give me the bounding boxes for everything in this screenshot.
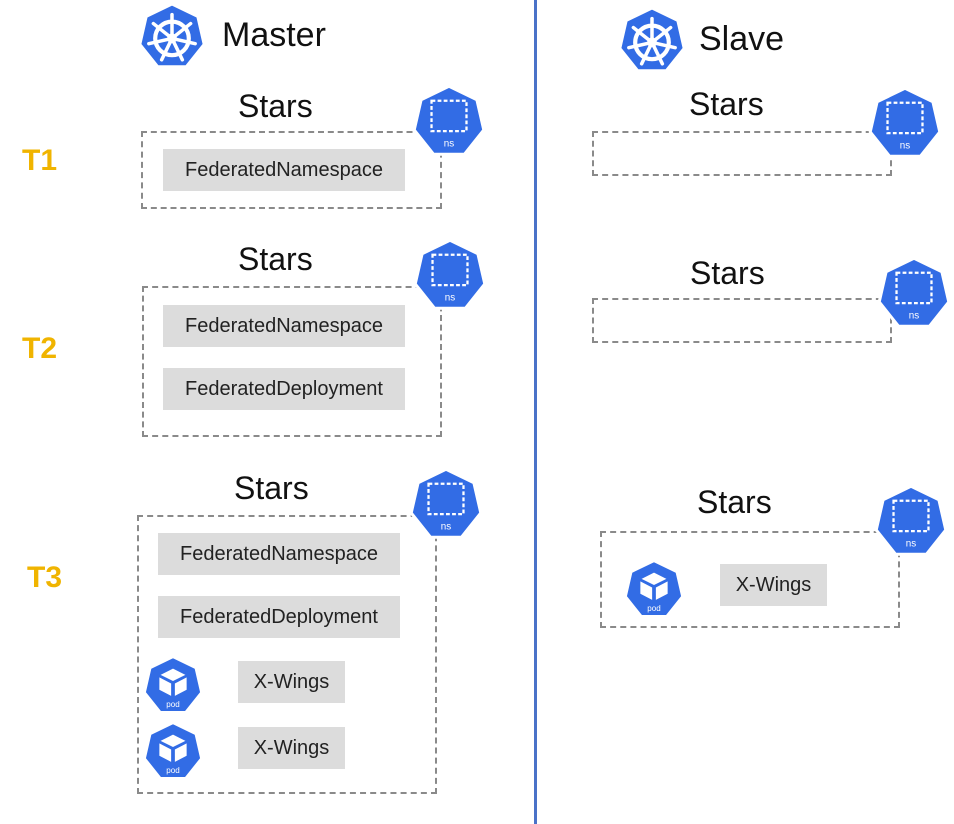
master-kubernetes-icon: [137, 2, 207, 72]
step-label-t1: T1: [22, 144, 58, 177]
t3-master-federated-deployment: FederatedDeployment: [158, 596, 400, 638]
slave-kubernetes-icon: [617, 6, 687, 76]
t3-master-pod-xwings-1: X-Wings: [238, 661, 345, 703]
t2-master-namespace-box: [142, 286, 442, 437]
svg-text:ns: ns: [906, 538, 916, 549]
t3-master-pod-xwings-2: X-Wings: [238, 727, 345, 769]
svg-text:pod: pod: [166, 700, 179, 709]
t3-slave-ns-icon: ns: [873, 484, 949, 560]
svg-text:ns: ns: [444, 138, 454, 149]
t2-master-ns-icon: ns: [412, 238, 488, 314]
t2-master-federated-deployment: FederatedDeployment: [163, 368, 405, 410]
t3-master-pod-icon-1: pod: [142, 655, 204, 717]
svg-text:pod: pod: [647, 604, 660, 613]
step-label-t3: T3: [27, 561, 63, 594]
t2-slave-namespace-box: [592, 298, 892, 343]
t1-slave-namespace-label: Stars: [689, 86, 764, 122]
t3-master-namespace-label: Stars: [234, 470, 309, 506]
t3-slave-namespace-box: [600, 531, 900, 628]
t2-slave-ns-icon: ns: [876, 256, 952, 332]
t3-slave-pod-icon: pod: [623, 559, 685, 621]
t1-master-namespace-box: [141, 131, 442, 209]
svg-text:pod: pod: [166, 766, 179, 775]
svg-text:ns: ns: [909, 310, 919, 321]
t2-slave-namespace-label: Stars: [690, 255, 765, 291]
t1-master-namespace-label: Stars: [238, 88, 313, 124]
t1-master-ns-icon: ns: [411, 84, 487, 160]
svg-text:ns: ns: [900, 140, 910, 151]
t3-master-federated-namespace: FederatedNamespace: [158, 533, 400, 575]
t1-slave-namespace-box: [592, 131, 892, 176]
svg-text:ns: ns: [445, 292, 455, 303]
master-title: Master: [222, 16, 326, 54]
t3-master-ns-icon: ns: [408, 467, 484, 543]
t3-slave-pod-xwings: X-Wings: [720, 564, 827, 606]
t3-slave-namespace-label: Stars: [697, 484, 772, 520]
center-divider: [534, 0, 537, 824]
t1-slave-ns-icon: ns: [867, 86, 943, 162]
svg-text:ns: ns: [441, 521, 451, 532]
t2-master-federated-namespace: FederatedNamespace: [163, 305, 405, 347]
t1-master-federated-namespace: FederatedNamespace: [163, 149, 405, 191]
slave-title: Slave: [699, 20, 785, 58]
step-label-t2: T2: [22, 332, 58, 365]
t2-master-namespace-label: Stars: [238, 241, 313, 277]
t3-master-pod-icon-2: pod: [142, 721, 204, 783]
t3-master-namespace-box: [137, 515, 437, 794]
